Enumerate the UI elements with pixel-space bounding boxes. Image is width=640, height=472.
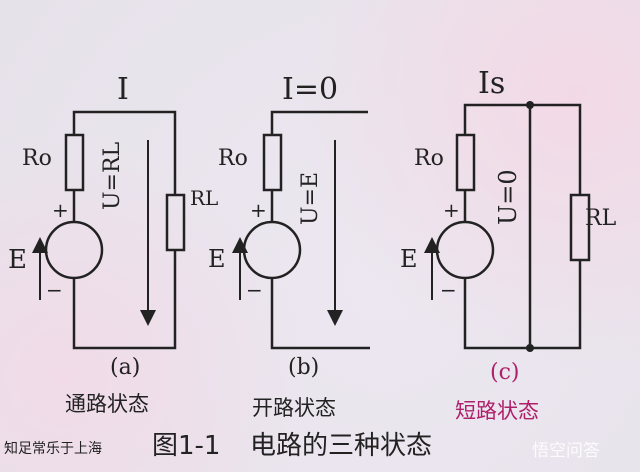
- plus-a: +: [52, 198, 69, 222]
- letter-b: (b): [288, 355, 320, 380]
- minus-b: −: [246, 278, 263, 302]
- watermark: 悟空问答: [532, 441, 600, 461]
- emf-label-c: E: [400, 245, 418, 273]
- state-b: 开路状态: [252, 396, 336, 420]
- ro-label-c: Ro: [414, 146, 444, 171]
- resistor-ro-a: [64, 133, 85, 192]
- resistor-ro-c: [455, 133, 476, 192]
- circuit-a-wires: [32, 110, 186, 350]
- circuit-c-wires: [424, 103, 591, 350]
- junction-dot: [526, 344, 534, 352]
- minus-a: −: [46, 278, 63, 302]
- figure-title: 电路的三种状态: [250, 431, 433, 461]
- ro-label-a: Ro: [22, 146, 52, 171]
- rl-label-a: RL: [190, 186, 219, 210]
- source-b: [242, 220, 302, 280]
- circuit-b-wires: [232, 110, 370, 350]
- plus-c: +: [443, 198, 460, 222]
- state-a: 通路状态: [65, 392, 149, 416]
- minus-c: −: [440, 278, 457, 302]
- current-label-b: I=0: [282, 72, 339, 107]
- emf-label-a: E: [8, 245, 27, 275]
- ro-label-b: Ro: [218, 146, 248, 171]
- resistor-rl-a: [165, 193, 186, 252]
- voltage-label-b: U=E: [298, 171, 323, 225]
- figure-number: 图1-1: [152, 431, 221, 461]
- signature: 知足常乐于上海: [4, 441, 102, 457]
- plus-b: +: [250, 198, 267, 222]
- source-c: [435, 220, 495, 280]
- resistor-ro-b: [262, 133, 283, 192]
- emf-label-b: E: [208, 245, 226, 273]
- state-c: 短路状态: [455, 399, 539, 423]
- voltage-label-c: U=0: [494, 169, 522, 225]
- resistor-rl-c: [569, 193, 591, 262]
- junction-dot: [526, 101, 534, 109]
- voltage-label-a: U=RL: [100, 141, 125, 210]
- current-label-a: I: [117, 72, 129, 107]
- letter-a: (a): [110, 355, 141, 380]
- current-label-c: Is: [478, 66, 506, 101]
- rl-label-c: RL: [585, 206, 617, 231]
- source-a: [44, 220, 104, 280]
- letter-c: (c): [490, 360, 520, 385]
